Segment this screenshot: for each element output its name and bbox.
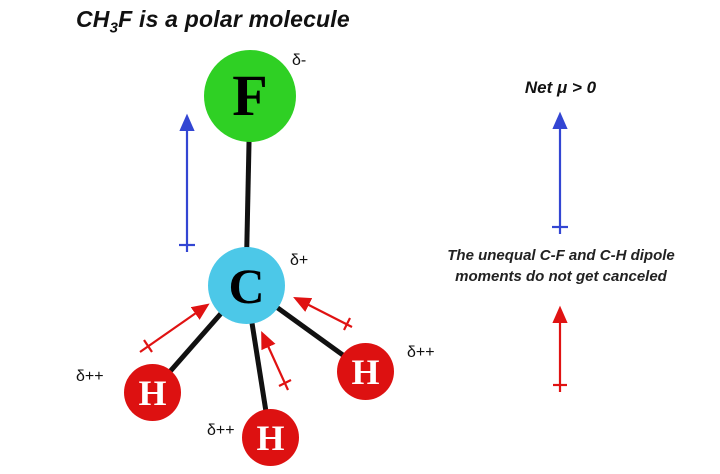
explanation-text: The unequal C-F and C-H dipole moments d… <box>423 245 699 287</box>
ch-left-dipole-cross <box>143 339 153 353</box>
ch-bottom-dipole-cross <box>278 379 292 387</box>
title-suffix: F is a polar molecule <box>118 6 350 32</box>
atom-symbol: H <box>256 417 285 458</box>
atom-symbol: C <box>228 257 265 314</box>
atom-hydrogen-bottom: H <box>242 409 299 466</box>
charge-label-carbon: δ+ <box>290 252 309 269</box>
atom-hydrogen-right: H <box>337 343 394 400</box>
charge-label-fluorine: δ- <box>292 52 307 69</box>
ch-bottom-dipole-arrow <box>261 330 290 391</box>
ch-right-dipole-cross <box>343 317 351 331</box>
ch-left-dipole-arrow <box>139 303 210 353</box>
charge-label-hydrogen-left: δ++ <box>76 368 104 385</box>
page-title: CH3F is a polar molecule <box>76 6 350 37</box>
atom-symbol: H <box>138 372 167 413</box>
atom-symbol: F <box>232 63 268 128</box>
title-prefix: CH <box>76 6 110 32</box>
atom-carbon: C <box>208 247 285 324</box>
net-dipole-label: Net μ > 0 <box>524 78 597 97</box>
charge-label-hydrogen-bottom: δ++ <box>207 422 235 439</box>
explanation-line-1: The unequal C-F and C-H dipole <box>447 247 675 264</box>
atom-hydrogen-left: H <box>124 364 181 421</box>
atom-fluorine: F <box>204 50 296 142</box>
title-subscript: 3 <box>109 19 119 37</box>
ch-right-dipole-arrow <box>293 297 353 328</box>
charge-label-hydrogen-right: δ++ <box>407 344 435 361</box>
explanation-line-2: moments do not get canceled <box>455 268 667 285</box>
atom-symbol: H <box>351 351 380 392</box>
